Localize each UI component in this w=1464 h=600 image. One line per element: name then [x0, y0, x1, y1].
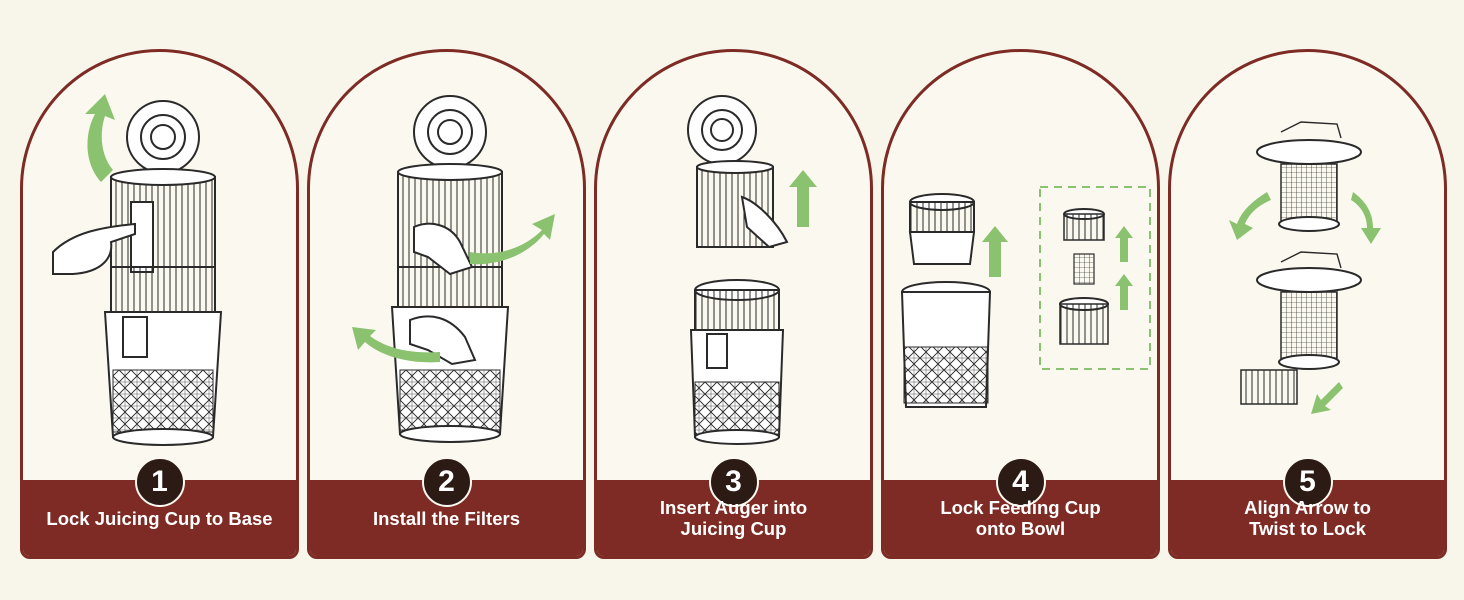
juicer-feeding-cup-illustration [900, 186, 1151, 408]
step-panel-4: 4 Lock Feeding Cup onto Bowl [881, 49, 1160, 559]
step-caption: Align Arrow to Twist to Lock [1244, 497, 1371, 539]
step-caption: Install the Filters [372, 507, 520, 529]
step-caption: Insert Auger into Juicing Cup [659, 497, 808, 539]
step-caption: Lock Feeding Cup onto Bowl [940, 497, 1101, 539]
juicer-twist-lock-illustration [1229, 121, 1381, 414]
step-number-badge: 2 [421, 457, 472, 507]
juicer-install-filters-illustration [352, 95, 555, 443]
step-number-badge: 4 [995, 457, 1046, 507]
step-panel-5: 5 Align Arrow to Twist to Lock [1168, 49, 1447, 559]
step-caption: Lock Juicing Cup to Base [46, 507, 273, 529]
step-panel-1: 1 Lock Juicing Cup to Base [20, 49, 299, 559]
juicer-insert-auger-illustration [687, 95, 817, 445]
step-panel-2: 2 Install the Filters [307, 49, 586, 559]
juicer-lock-cup-illustration [52, 94, 223, 446]
step-panel-3: 3 Insert Auger into Juicing Cup [594, 49, 873, 559]
step-number-badge: 5 [1282, 457, 1333, 507]
step-number-badge: 3 [708, 457, 759, 507]
step-number-badge: 1 [134, 457, 185, 507]
